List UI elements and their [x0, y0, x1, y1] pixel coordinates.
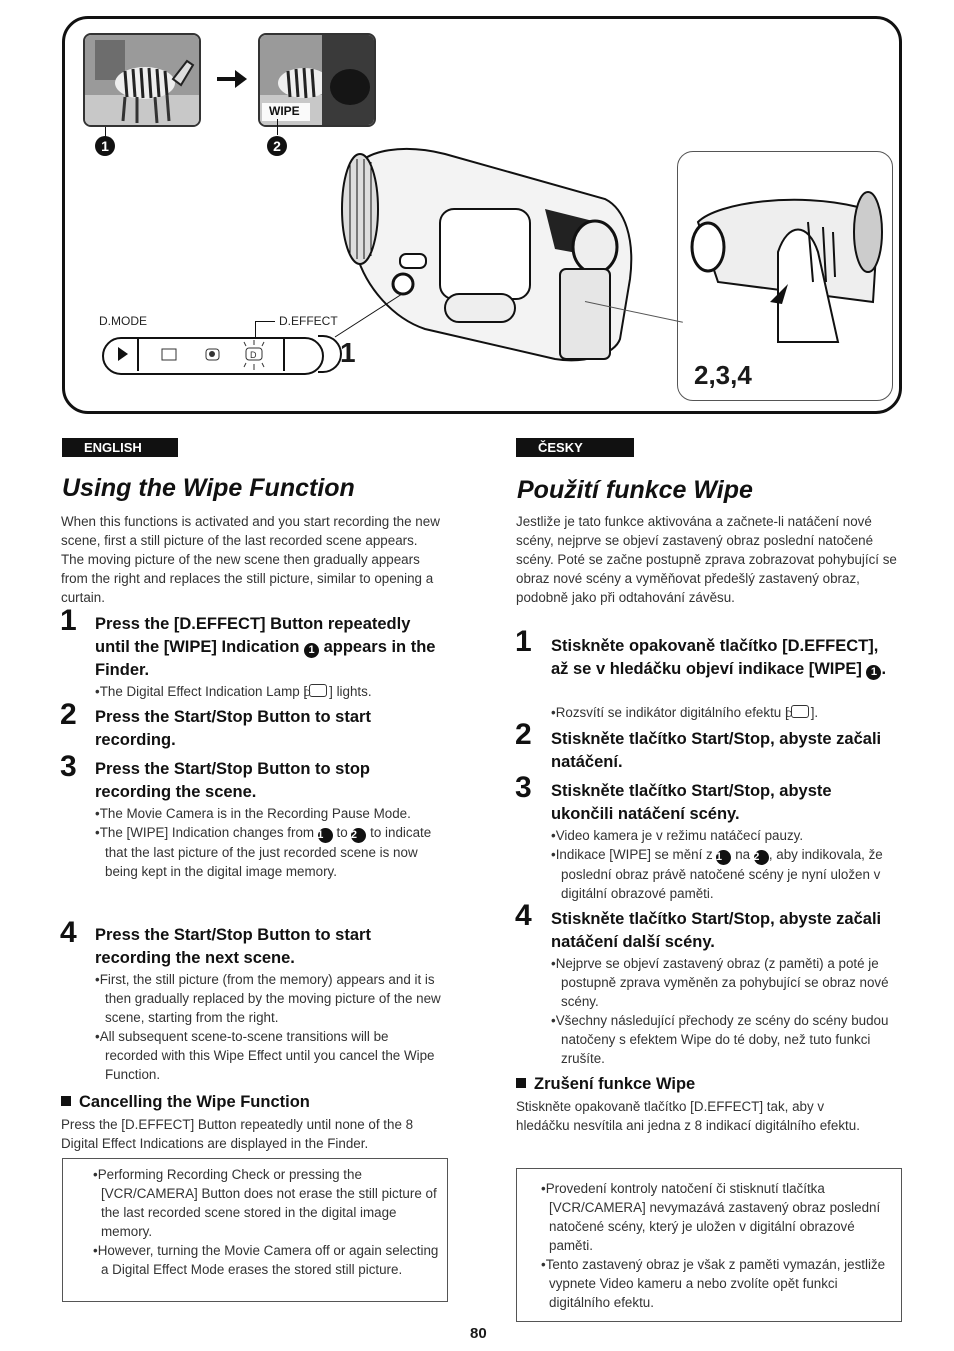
circled-two-icon: 2: [351, 828, 367, 843]
page-number: 80: [470, 1325, 487, 1342]
en-step-3-heading: Press the Start/Stop Button to stop reco…: [95, 760, 371, 801]
right-arrow-icon: [217, 70, 247, 88]
circled-one-icon: 1: [866, 665, 882, 680]
cz-step-3-number: 3: [515, 771, 532, 804]
circled-one-icon: 1: [317, 828, 333, 843]
wipe-indication-label: WIPE: [269, 104, 300, 118]
czech-intro: Jestliže je tato funkce aktivována a zač…: [516, 514, 897, 605]
en-note-box: •Performing Recording Check or pressing …: [62, 1158, 448, 1302]
en-step-3-number: 3: [60, 750, 77, 783]
cz-step-1-number: 1: [515, 625, 532, 658]
circled-two-icon: 2: [753, 850, 769, 865]
cz-step-4-bullets: •Nejprve se objeví zastavený obraz (z pa…: [551, 956, 889, 1066]
english-language-tag: ENGLISH: [62, 438, 178, 457]
d-lamp-icon: [790, 705, 809, 718]
cz-step-3-heading: Stiskněte tlačítko Start/Stop, abyste uk…: [551, 782, 832, 823]
inset-hand-illustration: 2,3,4: [677, 151, 893, 401]
square-bullet-icon: [61, 1096, 71, 1106]
cz-note-box: •Provedení kontroly natočení či stisknut…: [516, 1168, 902, 1322]
en-step-4-heading: Press the Start/Stop Button to start rec…: [95, 926, 371, 967]
cz-step-4-number: 4: [515, 899, 532, 932]
step-one-callout: 1: [340, 337, 356, 368]
illustration-panel: WIPE 1 2 D.MODE D.EFFECT D: [62, 16, 902, 414]
en-step-1-heading: Press the [D.EFFECT] Button repeatedly u…: [95, 615, 436, 679]
czech-language-tag: ČESKY: [516, 438, 634, 457]
en-cancel-title: Cancelling the Wipe Function: [61, 1093, 310, 1112]
circled-one-icon: 1: [304, 643, 319, 658]
cz-step-2-heading: Stiskněte tlačítko Start/Stop, abyste za…: [551, 730, 882, 771]
d-lamp-icon: [309, 684, 328, 697]
cz-cancel-title: Zrušení funkce Wipe: [516, 1075, 695, 1094]
cz-step-1-bullet: •Rozsvítí se indikátor digitálního efekt…: [551, 703, 896, 722]
cz-cancel-text: Stiskněte opakovaně tlačítko [D.EFFECT] …: [516, 1099, 860, 1133]
en-step-2-heading: Press the Start/Stop Button to start rec…: [95, 708, 371, 749]
en-step-1-number: 1: [60, 604, 77, 637]
cz-step-4-heading: Stiskněte tlačítko Start/Stop, abyste za…: [551, 910, 882, 951]
en-step-4-bullets: •First, the still picture (from the memo…: [95, 972, 441, 1082]
en-cancel-text: Press the [D.EFFECT] Button repeatedly u…: [61, 1117, 414, 1151]
cz-step-2-number: 2: [515, 718, 532, 751]
dmode-label: D.MODE: [99, 314, 147, 328]
czech-title: Použití funkce Wipe: [517, 476, 753, 504]
svg-text:D: D: [250, 350, 257, 360]
circled-one-icon: 1: [716, 850, 732, 865]
cz-step-3-bullets: •Video kamera je v režimu natáčecí pauzy…: [551, 828, 883, 901]
dmode-dial[interactable]: D: [102, 337, 324, 375]
zebra-still-thumbnail: [83, 33, 201, 127]
en-step-2-number: 2: [60, 698, 77, 731]
camcorder-illustration: [334, 148, 633, 362]
square-bullet-icon: [516, 1078, 526, 1088]
steps-callout: 2,3,4: [694, 360, 752, 390]
wipe-transition-thumbnail: WIPE: [258, 33, 376, 127]
english-intro: When this functions is activated and you…: [61, 514, 440, 605]
marker-one: 1: [95, 136, 115, 156]
en-step-3-bullets: •The Movie Camera is in the Recording Pa…: [95, 806, 432, 879]
marker-two: 2: [267, 136, 287, 156]
english-title: Using the Wipe Function: [62, 474, 355, 502]
en-step-1-bullet: •The Digital Effect Indication Lamp [] l…: [95, 682, 435, 701]
cz-step-1-heading: Stiskněte opakovaně tlačítko [D.EFFECT],…: [551, 637, 887, 680]
en-step-4-number: 4: [60, 916, 77, 949]
deffect-label: D.EFFECT: [279, 314, 338, 328]
